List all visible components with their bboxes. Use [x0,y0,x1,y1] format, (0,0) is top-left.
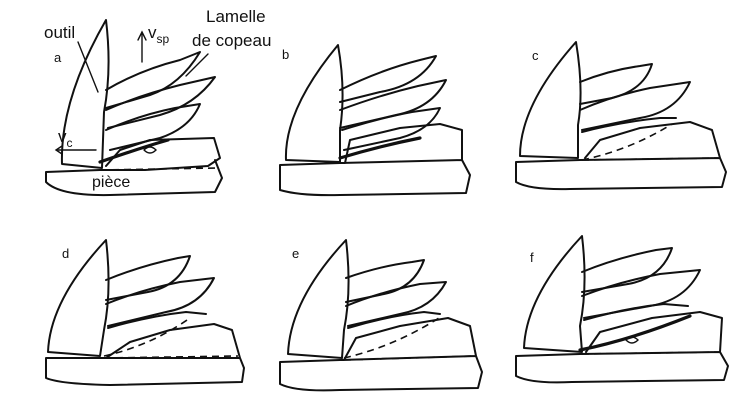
panel-f-chip-2 [582,270,700,318]
panel-e: e [280,240,482,390]
lamella-label-line2: de copeau [192,31,271,50]
panel-e-chip-1 [346,260,424,302]
tool-label: outil [44,23,75,42]
panel-d-chip-1 [106,256,190,300]
panel-f-chip-3 [584,304,688,320]
panel-a-tool-leader [78,42,98,92]
panel-c-workpiece [516,122,726,189]
panel-b-tool [286,45,343,162]
panel-d-chip-2 [106,278,214,326]
panel-f: f [516,236,728,382]
panel-b-workpiece [280,124,470,195]
panel-c-tool [520,42,581,158]
panel-e-letter: e [292,246,299,261]
panel-f-workpiece [516,312,728,382]
panel-c-letter: c [532,48,539,63]
vc-label-sub: c [67,136,73,150]
vsp-label-sub: sp [157,32,170,46]
panel-e-workpiece [280,318,482,390]
panel-d: d [46,240,244,385]
workpiece-label: pièce [92,174,130,191]
panel-c-chip-1 [580,64,652,104]
panel-a-shear-mark [144,147,156,153]
panel-e-chip-2 [346,282,446,326]
panel-a: outil a vsp Lamelle de copeau b vc pièce [44,7,289,195]
panel-b-letter: b [282,47,289,62]
panel-c-chip-2 [580,82,690,130]
panel-f-chip-1 [582,248,672,292]
panel-b [280,45,470,195]
panel-d-letter: d [62,246,69,261]
panel-c: c [516,42,726,189]
lamella-label-line1: Lamelle [206,7,266,26]
panel-f-shear-band [580,316,690,350]
panel-a-chip-lamella-top [106,52,200,108]
panel-d-tool [48,240,109,356]
panel-f-letter: f [530,250,534,265]
vsp-label: vsp [148,23,170,46]
panel-a-chip-lamella-mid [106,77,215,128]
panel-b-chip-1 [340,56,436,102]
panel-a-letter: a [54,50,62,65]
